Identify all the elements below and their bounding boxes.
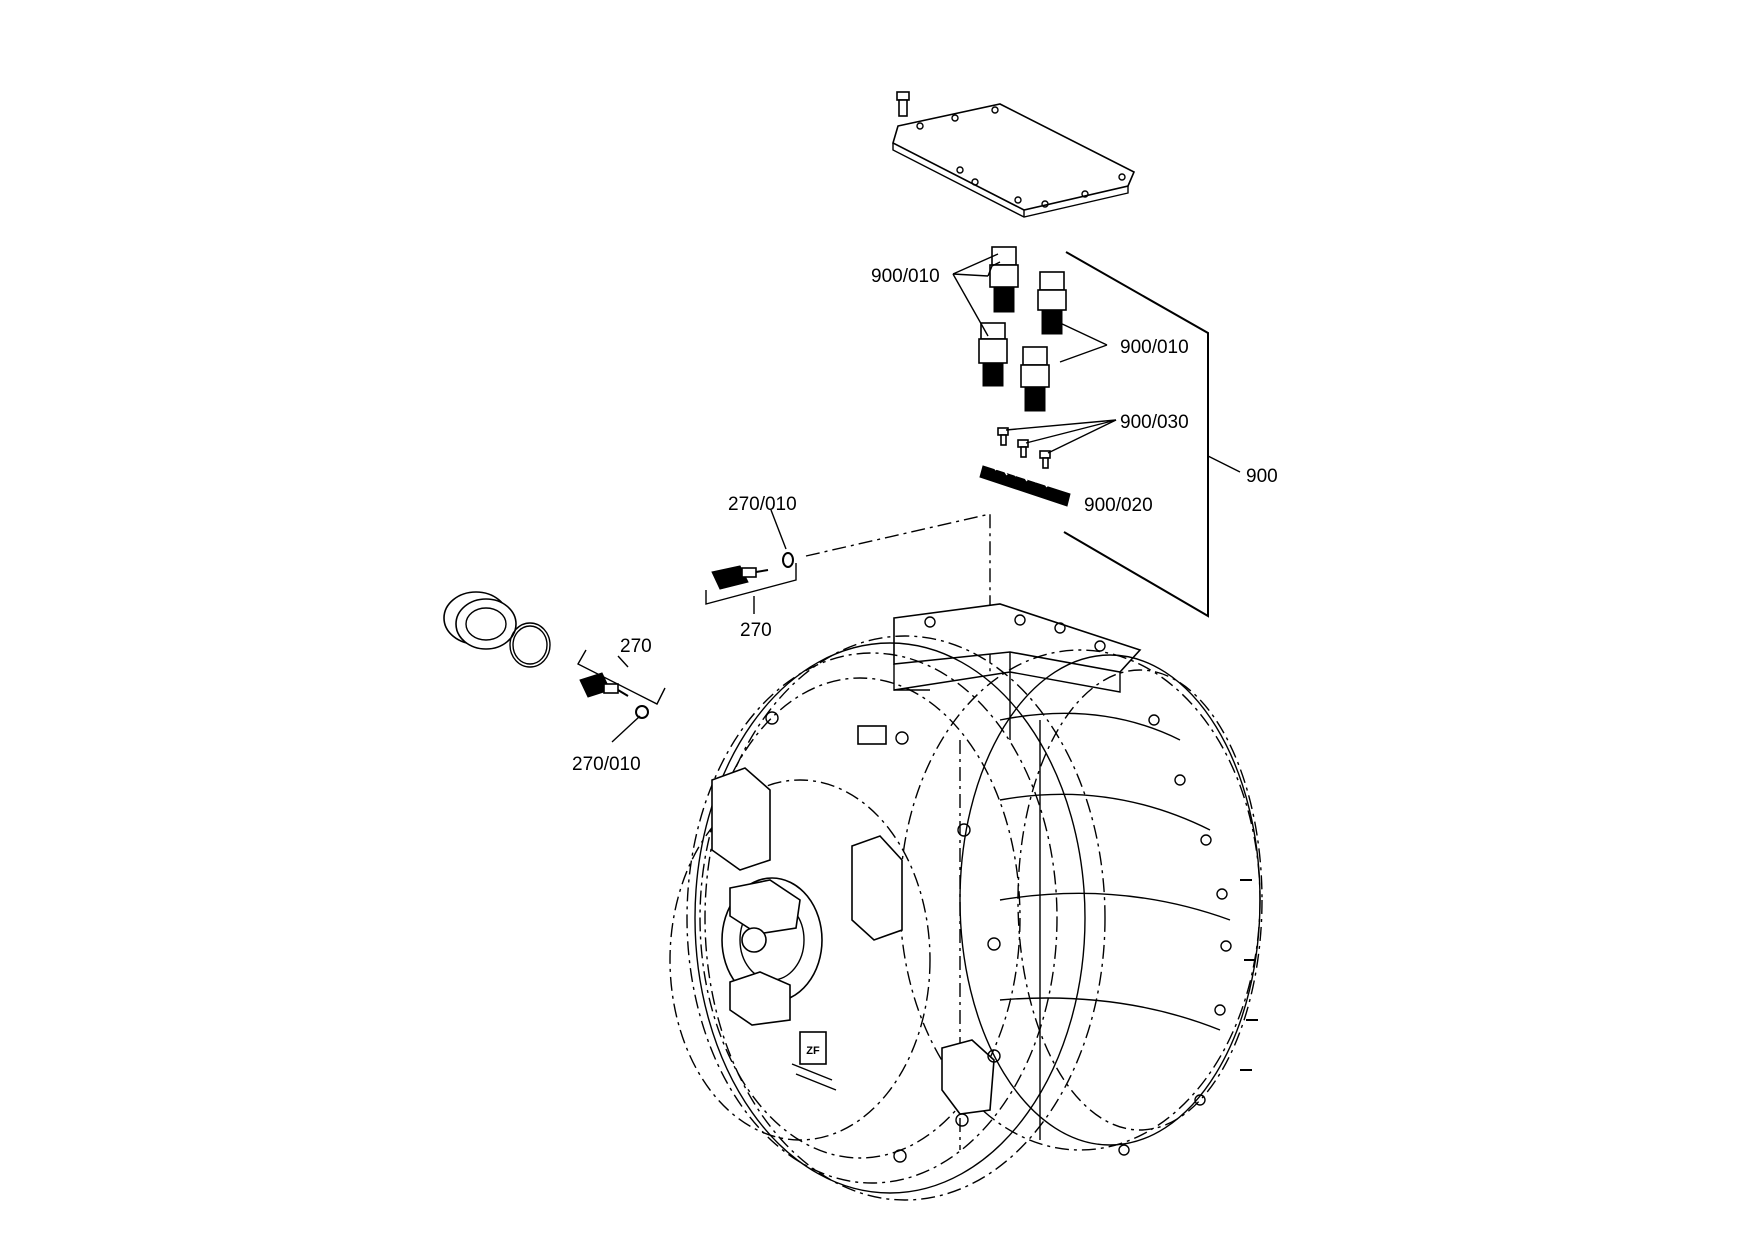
label-270-left: 270 — [620, 636, 652, 657]
assembly-900-bracket — [1063, 251, 1209, 618]
circlip — [509, 622, 551, 668]
cover-plate — [892, 103, 1136, 218]
screw-900-030-c — [1039, 450, 1051, 469]
sensor-900-010-b — [1037, 271, 1067, 335]
temp-sensor-270-upper — [711, 565, 769, 590]
bracket-900-020 — [979, 463, 1071, 507]
temp-sensor-270-lower — [579, 672, 629, 698]
label-900: 900 — [1246, 466, 1278, 487]
label-900-010-right: 900/010 — [1120, 337, 1189, 358]
label-900-030: 900/030 — [1120, 412, 1189, 433]
svg-text:ZF: ZF — [806, 1045, 820, 1057]
seal-ring-270-010-lower — [635, 705, 649, 719]
label-270-010-top: 270/010 — [728, 494, 797, 515]
label-270-top: 270 — [740, 620, 772, 641]
sensor-900-010-a — [989, 246, 1019, 313]
screw-900-030-b — [1017, 439, 1029, 458]
plug-cover — [443, 591, 517, 650]
label-270-010-bottom: 270/010 — [572, 754, 641, 775]
cover-bolt — [896, 91, 910, 117]
seal-ring-270-010-upper — [782, 552, 794, 568]
sensor-900-010-c — [978, 322, 1008, 387]
transmission-housing: ZF — [669, 603, 1263, 1201]
label-900-010-left: 900/010 — [871, 266, 940, 287]
screw-900-030-a — [997, 427, 1009, 446]
label-900-020: 900/020 — [1084, 495, 1153, 516]
manufacturer-logo: ZF — [799, 1031, 827, 1065]
sensor-900-010-d — [1020, 346, 1050, 412]
